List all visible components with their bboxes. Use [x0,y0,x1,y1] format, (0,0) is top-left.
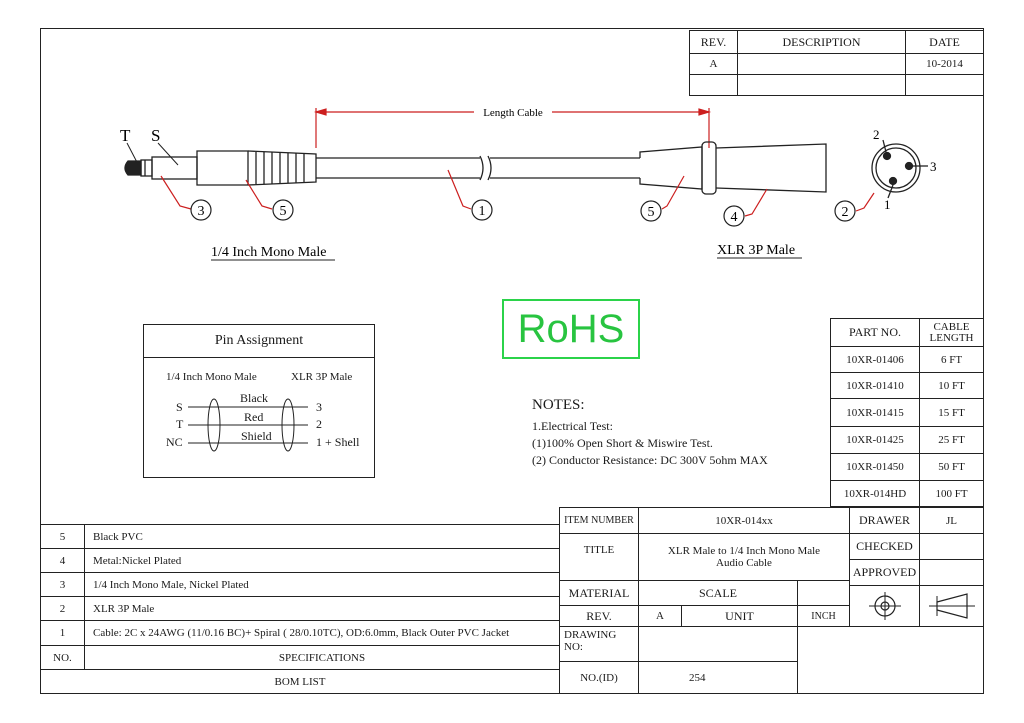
pin-left-heading: 1/4 Inch Mono Male [166,371,257,383]
bom-list-title: BOM LIST [40,669,560,694]
unit-label: UNIT [681,605,798,627]
pin-assignment-title: Pin Assignment [144,325,374,358]
title-line-1: XLR Male to 1/4 Inch Mono Male [667,545,821,557]
part-no-3: 10XR-01415 [830,398,920,427]
length-2: 10 FT [919,372,984,399]
bom-spec-3: 1/4 Inch Mono Male, Nickel Plated [84,572,560,597]
notes-line-3: (2) Conductor Resistance: DC 300V 5ohm M… [532,453,768,467]
bom-no-1: 1 [40,620,85,646]
pin-right-2: 2 [316,417,322,431]
projection-symbol-circle [849,585,920,627]
bom-no-3: 3 [40,572,85,597]
no-id-label: NO.(ID) [559,661,639,694]
scale-value [797,580,850,606]
approved-label: APPROVED [849,559,920,586]
material-label: MATERIAL [559,580,639,606]
plug-sleeve-label: S [151,126,160,145]
callout-3: 3 [198,204,205,219]
callout-4: 4 [731,210,738,225]
part-no-5: 10XR-01450 [830,453,920,481]
notes-line-2: (1)100% Open Short & Miswire Test. [532,436,713,450]
cable-drawing: Length Cable [120,107,937,261]
pin-right-heading: XLR 3P Male [291,371,353,383]
bom-spec-2: XLR 3P Male [84,596,560,621]
drawing-no-value [638,626,798,662]
wire-shield: Shield [241,429,272,443]
callout-2: 2 [842,205,849,220]
scale-label: SCALE [638,580,798,606]
projection-symbol-cone [919,585,984,627]
right-connector-label: XLR 3P Male [717,243,795,258]
bom-no-4: 4 [40,548,85,573]
approved-value [919,559,984,586]
length-6: 100 FT [919,480,984,507]
pin-left-t: T [176,417,184,431]
drawer-label: DRAWER [849,507,920,534]
item-number-value: 10XR-014xx [638,507,850,534]
pin-right-1-shell: 1 + Shell [316,435,360,449]
length-5: 50 FT [919,453,984,481]
part-no-2: 10XR-01410 [830,372,920,399]
xlr-connector [639,141,827,195]
callout-5-left: 5 [280,204,287,219]
no-id-value: 254 [638,661,798,694]
projection-cone-icon [928,593,975,619]
part-no-header: PART NO. [830,318,920,347]
item-number-label: ITEM NUMBER [559,507,639,534]
pin-assignment-box: Pin Assignment 1/4 Inch Mono Male XLR 3P… [143,324,375,478]
left-connector-label: 1/4 Inch Mono Male [211,245,326,260]
rohs-badge: RoHS [502,299,640,359]
bom-header-spec: SPECIFICATIONS [84,645,560,670]
callout-leaders [160,169,875,217]
xlr-pin-2: 2 [873,127,880,142]
date-empty-row [905,74,984,96]
xlr-pin-1: 1 [884,197,891,212]
part-no-4: 10XR-01425 [830,426,920,454]
checked-value [919,533,984,560]
unit-value: INCH [797,605,850,627]
pin-left-nc: NC [166,435,183,449]
notes-line-1: 1.Electrical Test: [532,419,613,433]
cable-length-header: CABLE LENGTH [919,318,984,347]
notes-title: NOTES: [532,397,585,413]
title-label: TITLE [559,533,639,581]
bom-spec-1: Cable: 2C x 24AWG (11/0.16 BC)+ Spiral (… [84,620,560,646]
xlr-face [871,139,928,199]
length-1: 6 FT [919,346,984,373]
title-line-2: Audio Cable [716,557,772,569]
first-angle-circle-icon [868,592,901,620]
drawing-no-label: DRAWING NO: [559,626,639,662]
length-dimension [313,108,712,148]
checked-label: CHECKED [849,533,920,560]
drawing-no-extra [797,626,984,694]
rev-label: REV. [559,605,639,627]
bom-spec-4: Metal:Nickel Plated [84,548,560,573]
title-value: XLR Male to 1/4 Inch Mono Male Audio Cab… [638,533,850,581]
pin-wiring [188,398,308,452]
part-no-6: 10XR-014HD [830,480,920,507]
wire-red: Red [244,410,264,424]
drawer-value: JL [919,507,984,534]
callout-5-right: 5 [648,205,655,220]
xlr-pin-3: 3 [930,159,937,174]
pin-left-s: S [176,400,183,414]
rev-value-tb: A [638,605,682,627]
callout-circles [190,199,856,227]
bom-no-2: 2 [40,596,85,621]
bom-no-5: 5 [40,524,85,549]
part-no-1: 10XR-01406 [830,346,920,373]
length-4: 25 FT [919,426,984,454]
length-cable-label: Length Cable [483,107,543,119]
callout-1: 1 [479,204,486,219]
cable-body [316,155,640,181]
quarter-inch-plug [124,150,317,186]
pin-right-3: 3 [316,400,322,414]
wire-black: Black [240,391,268,405]
bom-spec-5: Black PVC [84,524,560,549]
bom-header-no: NO. [40,645,85,670]
plug-tip-label: T [120,126,131,145]
length-3: 15 FT [919,398,984,427]
